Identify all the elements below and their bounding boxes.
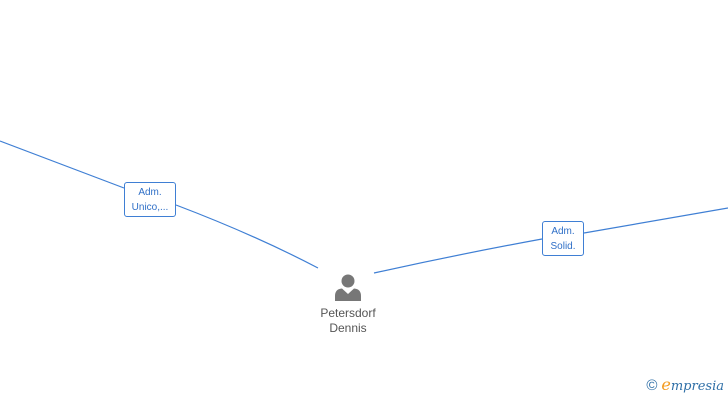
edge-label-left[interactable]: Adm. Unico,... bbox=[124, 182, 176, 217]
person-name-line-1: Petersdorf bbox=[320, 306, 376, 320]
edge-label-right[interactable]: Adm. Solid. bbox=[542, 221, 584, 256]
person-name-line-2: Dennis bbox=[329, 321, 367, 335]
edge-label-left-line-1: Adm. bbox=[138, 187, 162, 198]
edge-label-right-line-2: Solid. bbox=[550, 241, 576, 252]
edge-line-left bbox=[0, 140, 125, 189]
brand-logo-rest: mpresia bbox=[670, 379, 724, 394]
copyright-icon: © bbox=[646, 377, 658, 394]
edge-label-left-line-2: Unico,... bbox=[131, 202, 169, 213]
edge-label-right-line-1: Adm. bbox=[551, 226, 575, 237]
watermark: © empresia bbox=[646, 375, 724, 397]
person-icon bbox=[335, 274, 361, 301]
edge-line-left-lower bbox=[175, 204, 319, 269]
edge-line-right bbox=[583, 207, 728, 234]
person-node[interactable]: Petersdorf Dennis bbox=[306, 272, 390, 336]
edge-line-right-lower bbox=[373, 238, 543, 274]
person-name: Petersdorf Dennis bbox=[306, 306, 390, 336]
brand-logo[interactable]: empresia bbox=[661, 375, 724, 397]
brand-logo-first-letter: e bbox=[661, 375, 671, 394]
